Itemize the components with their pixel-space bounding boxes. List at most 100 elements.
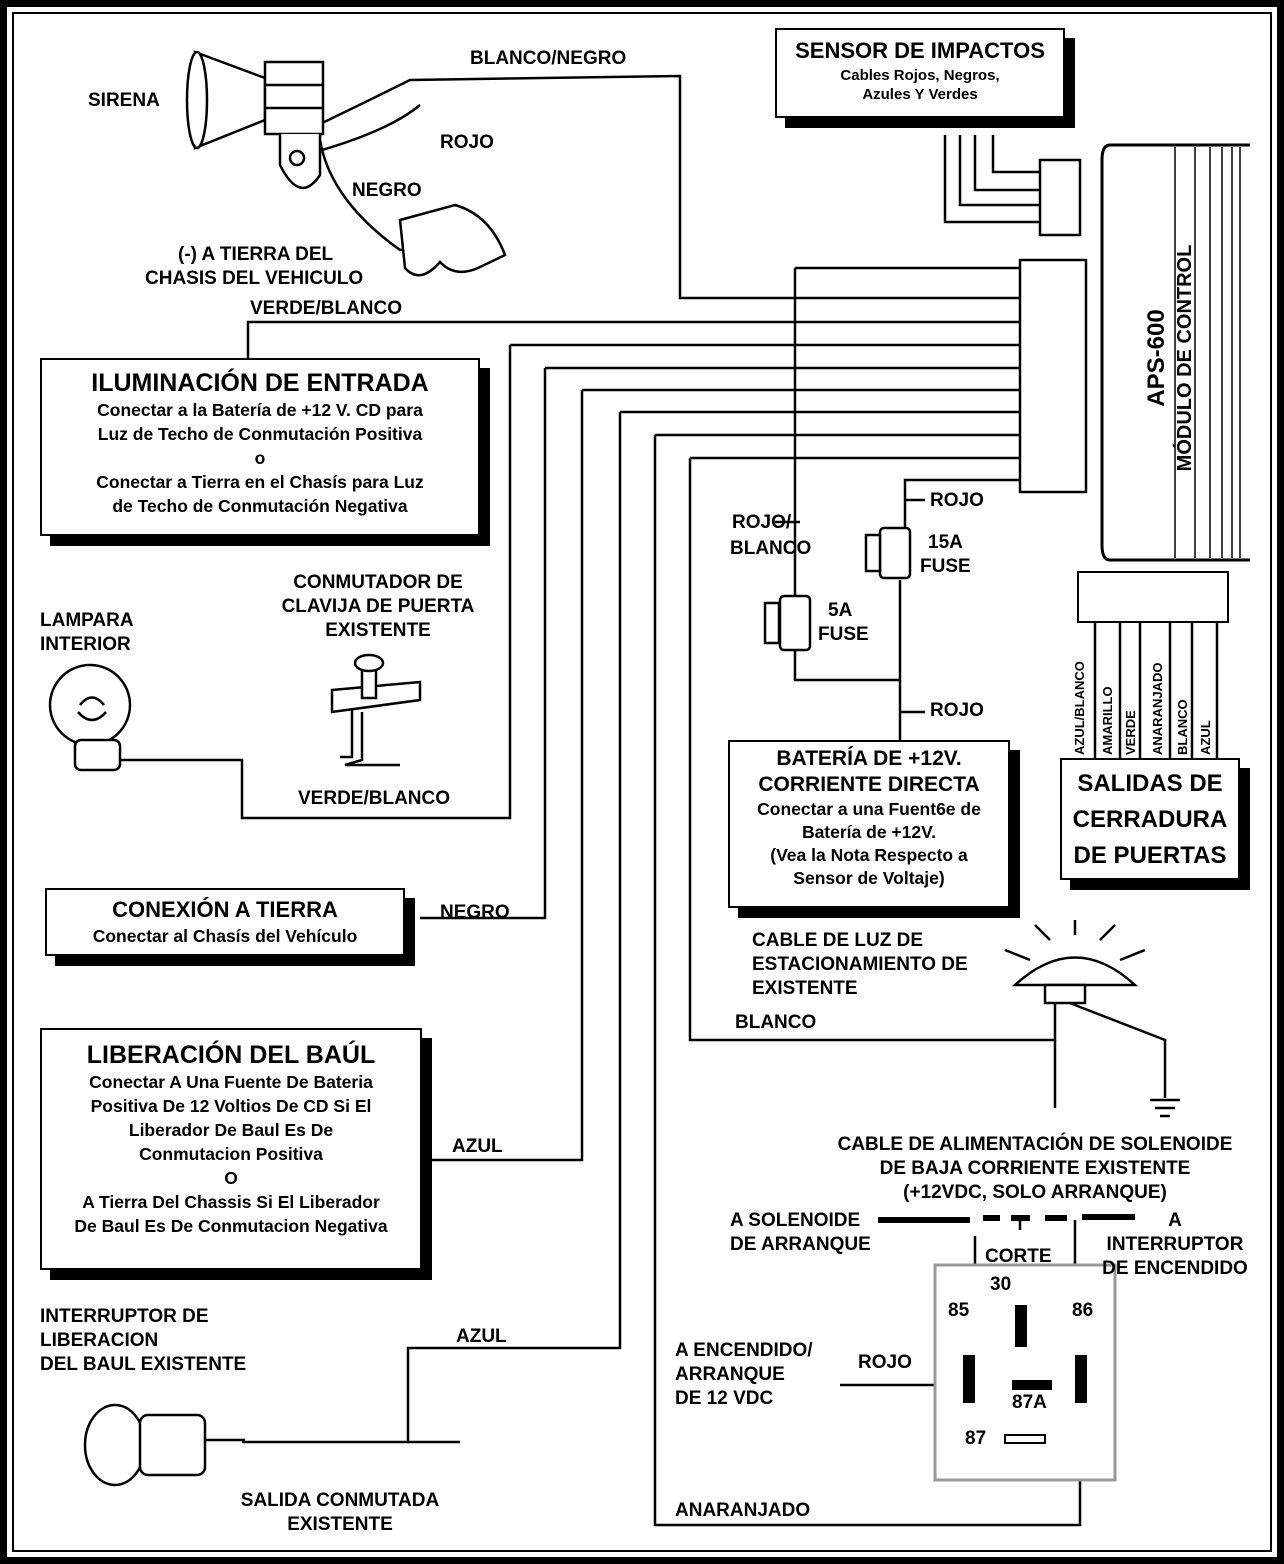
- impact-sensor-title: SENSOR DE IMPACTOS: [795, 38, 1045, 63]
- wire-azul-trunk: [430, 390, 584, 1162]
- to-ignition-start-label-2: ARRANQUE: [675, 1364, 785, 1385]
- ground-connection-line1: Conectar al Chasís del Vehículo: [92, 926, 358, 946]
- switched-output-label-1: SALIDA CONMUTADA: [240, 1490, 440, 1511]
- solenoid-label-2: DE BAJA CORRIENTE EXISTENTE: [879, 1158, 1191, 1179]
- door-lock-outputs-box: SALIDAS DE CERRADURA DE PUERTAS: [1060, 758, 1240, 880]
- door-lock-outputs-line2: CERRADURA: [1072, 806, 1228, 833]
- trunk-release-line1: Conectar A Una Fuente De Bateria: [89, 1072, 373, 1092]
- trunk-release-line4: Conmutacion Positiva: [139, 1144, 323, 1164]
- fuse-5a-label-1: 5A: [828, 600, 853, 621]
- lock-wire-label: AMARILLO: [1100, 686, 1115, 755]
- entry-illumination-line3: o: [254, 448, 266, 468]
- trunk-release-line7: De Baul Es De Conmutacion Negativa: [74, 1216, 388, 1236]
- lock-harness: [1093, 622, 1219, 758]
- trunk-switch-label-2: LIBERACION: [40, 1330, 159, 1351]
- lock-wire-label: BLANCO: [1175, 699, 1190, 755]
- battery-box: BATERÍA DE +12V. CORRIENTE DIRECTA Conec…: [728, 740, 1010, 908]
- wire-rojo-blanco-label-1: ROJO/: [732, 512, 792, 533]
- wire-negro-label: NEGRO: [352, 180, 422, 201]
- wire-sensor: [943, 135, 1040, 224]
- impact-sensor-box: SENSOR DE IMPACTOS Cables Rojos, Negros,…: [775, 28, 1065, 118]
- to-ignition-label-2: INTERRUPTOR: [1106, 1234, 1244, 1255]
- siren-icon: [185, 50, 325, 190]
- entry-illumination-line2: Luz de Techo de Conmutación Positiva: [97, 424, 423, 444]
- trunk-release-line6: A Tierra Del Chassis Si El Liberador: [82, 1192, 380, 1212]
- door-switch-icon: [330, 653, 422, 767]
- lock-wire-label: VERDE: [1123, 710, 1138, 755]
- module-connector: [1018, 258, 1088, 494]
- battery-line1: Conectar a una Fuent6e de: [757, 799, 981, 819]
- wire-azul-switch-label: AZUL: [456, 1326, 507, 1347]
- wire-rojo-label: ROJO: [440, 132, 494, 153]
- entry-illumination-line4: Conectar a Tierra en el Chasís para Luz: [96, 472, 424, 492]
- relay-pin-30: 30: [990, 1274, 1012, 1295]
- fuse-15a-label-1: 15A: [928, 532, 963, 553]
- to-ignition-label-3: DE ENCENDIDO: [1102, 1258, 1248, 1279]
- wire-verde-blanco: [246, 320, 1020, 358]
- to-solenoid-label-1: A SOLENOIDE: [730, 1210, 861, 1231]
- control-module: APS-600 MÓDULO DE CONTROL: [1110, 150, 1230, 550]
- ground-connection-title: CONEXIÓN A TIERRA: [112, 897, 338, 922]
- battery-line3: (Vea la Nota Respecto a: [770, 845, 968, 865]
- fuse-15a-label-2: FUSE: [920, 556, 971, 577]
- fuse-15a-icon: [864, 526, 912, 580]
- door-lock-outputs-line3: DE PUERTAS: [1073, 842, 1227, 869]
- control-module-name: MÓDULO DE CONTROL: [1174, 244, 1196, 472]
- relay-pin-86: 86: [1072, 1300, 1094, 1321]
- chassis-label-2: CHASIS DEL VEHICULO: [145, 268, 364, 289]
- entry-illumination-box: ILUMINACIÓN DE ENTRADA Conectar a la Bat…: [40, 358, 480, 536]
- wire-rojo-blanco-label-2: BLANCO: [730, 538, 812, 559]
- lock-wire-label: AZUL/BLANCO: [1072, 661, 1087, 755]
- wire-rojo-battery-label: ROJO: [930, 700, 984, 721]
- to-ignition-label-1: A: [1168, 1210, 1182, 1231]
- wire-anaranjado-label: ANARANJADO: [675, 1500, 811, 1521]
- wire-negro-ground-label: NEGRO: [440, 902, 510, 923]
- wire-negro-siren: [318, 139, 461, 252]
- solenoid-label-1: CABLE DE ALIMENTACIÓN DE SOLENOIDE: [837, 1134, 1233, 1155]
- door-lock-outputs-line1: SALIDAS DE: [1077, 770, 1223, 797]
- relay-pin-85: 85: [948, 1300, 970, 1321]
- fuse-5a-icon: [763, 594, 812, 652]
- door-switch-label-3: EXISTENTE: [325, 620, 431, 641]
- battery-line4: Sensor de Voltaje): [793, 868, 945, 888]
- switched-output-label-2: EXISTENTE: [287, 1514, 393, 1535]
- wire-verde-blanco-label: VERDE/BLANCO: [250, 298, 403, 319]
- wire-azul-trunk-label: AZUL: [452, 1136, 503, 1157]
- to-ignition-start-label-3: DE 12 VDC: [675, 1388, 774, 1409]
- trunk-release-line3: Liberador De Baul Es De: [128, 1120, 334, 1140]
- wire-blanco-negro: [317, 74, 1020, 300]
- relay-icon: [933, 1263, 1117, 1482]
- parking-light-label-3: EXISTENTE: [752, 978, 858, 999]
- wire-rojo-relay-label: ROJO: [858, 1352, 912, 1373]
- wire-to-lamp: [120, 345, 512, 820]
- chassis-label-1: (-) A TIERRA DEL: [178, 244, 334, 265]
- entry-illumination-title: ILUMINACIÓN DE ENTRADA: [91, 369, 429, 397]
- trunk-release-box: LIBERACIÓN DEL BAÚL Conectar A Una Fuent…: [40, 1028, 422, 1270]
- interior-lamp-icon: [48, 663, 132, 772]
- parking-light-label-2: ESTACIONAMIENTO DE: [752, 954, 968, 975]
- fuse-5a-label-2: FUSE: [818, 624, 869, 645]
- siren-label: SIRENA: [88, 90, 160, 111]
- lock-wire-label: ANARANJADO: [1150, 662, 1165, 755]
- trunk-release-line2: Positiva De 12 Voltios De CD Si El: [90, 1096, 372, 1116]
- sensor-connector: [1038, 158, 1082, 237]
- wire-blanco: [688, 458, 1057, 1042]
- to-ignition-start-label-1: A ENCENDIDO/: [675, 1340, 813, 1361]
- control-module-model: APS-600: [1143, 309, 1170, 407]
- trunk-switch-label-3: DEL BAUL EXISTENTE: [40, 1354, 247, 1375]
- wire-verde-blanco-lamp-label: VERDE/BLANCO: [298, 788, 451, 809]
- wire-azul-switch: [242, 412, 622, 1444]
- lamp-label-2: INTERIOR: [40, 634, 131, 655]
- entry-illumination-line5: de Techo de Conmutación Negativa: [112, 496, 408, 516]
- wire-light-ground: [1061, 998, 1167, 1098]
- impact-sensor-line2: Azules Y Verdes: [862, 86, 978, 103]
- control-module-shape: [1100, 143, 1250, 562]
- trunk-switch-icon: [83, 1403, 245, 1487]
- wire-blanco-label: BLANCO: [735, 1012, 817, 1033]
- trunk-switch-label-1: INTERRUPTOR DE: [40, 1306, 209, 1327]
- wire-blanco-negro-label: BLANCO/NEGRO: [470, 48, 627, 69]
- control-module-text: APS-600 MÓDULO DE CONTROL: [1142, 158, 1198, 558]
- impact-sensor-line1: Cables Rojos, Negros,: [840, 67, 1000, 84]
- battery-line2: Batería de +12V.: [801, 822, 937, 842]
